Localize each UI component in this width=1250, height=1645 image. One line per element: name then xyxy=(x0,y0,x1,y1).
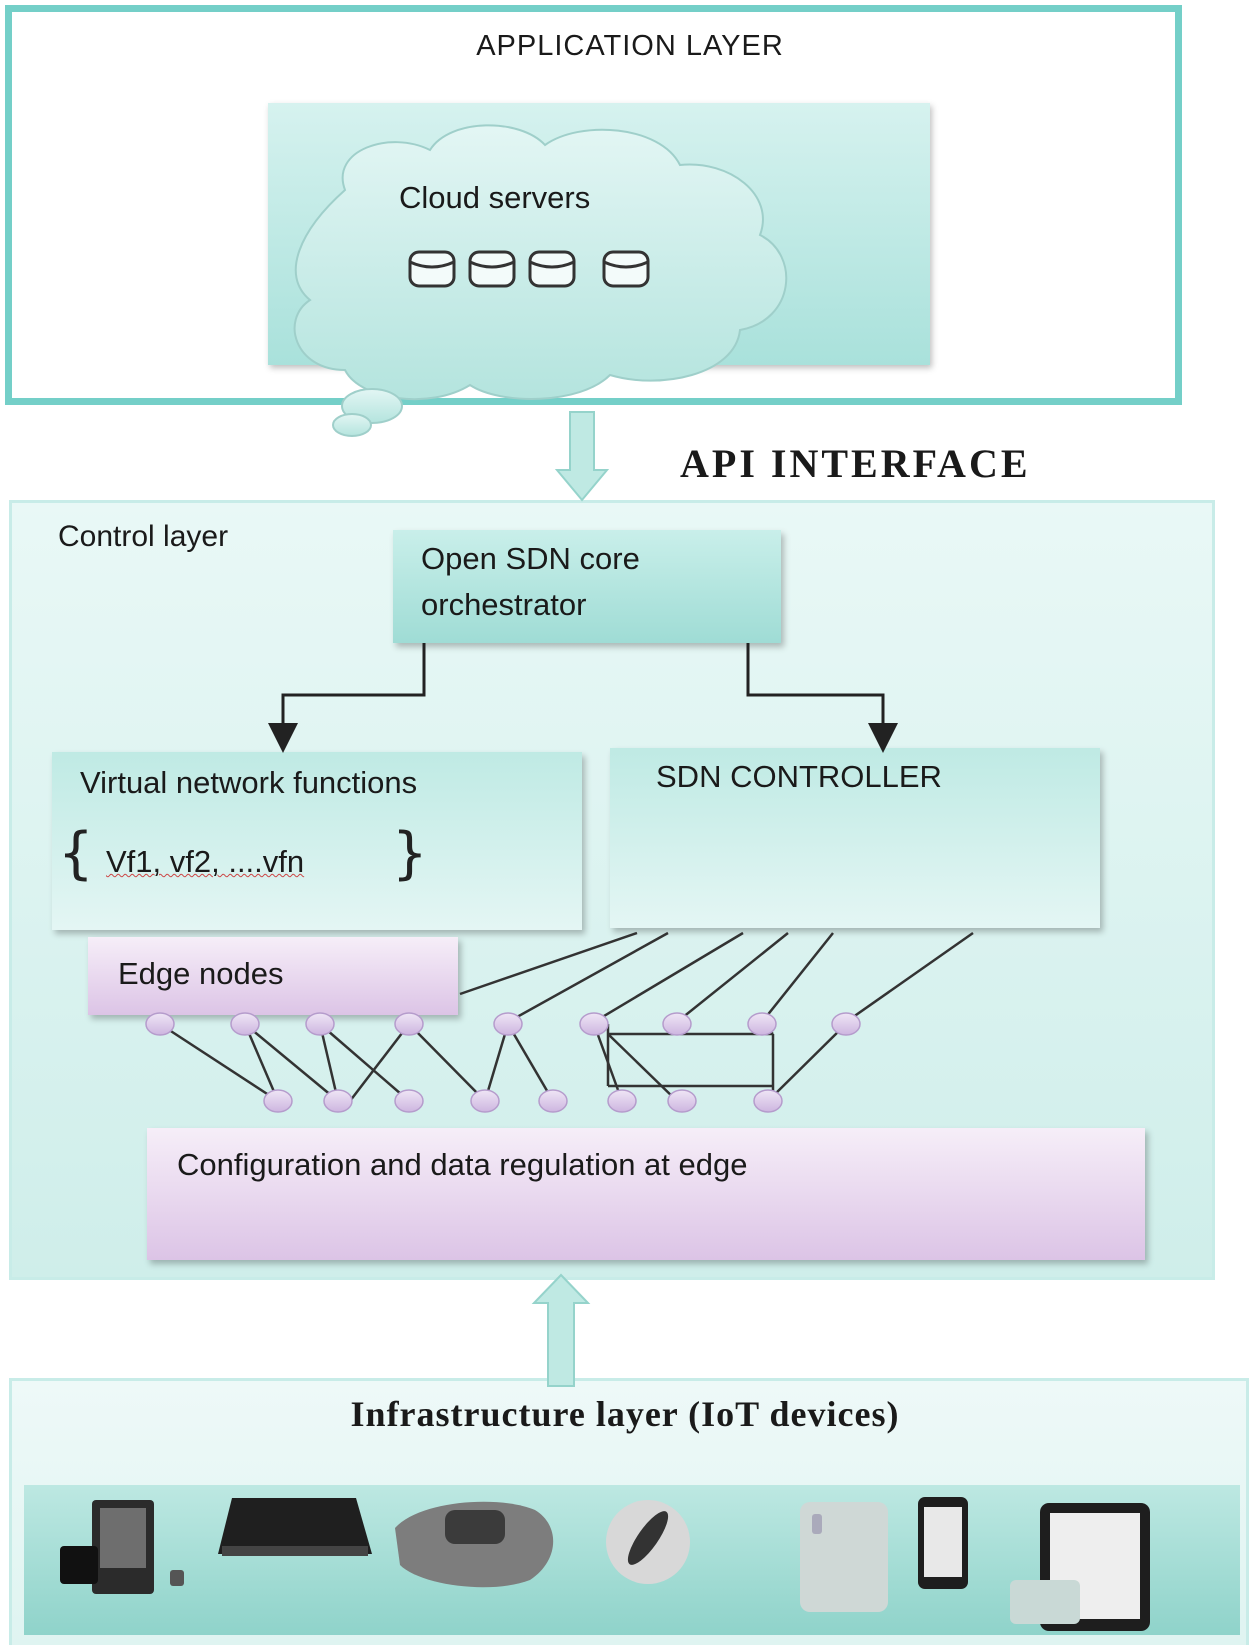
smart-sphere-icon xyxy=(606,1500,690,1584)
edge-nodes-top-row xyxy=(145,1012,861,1036)
cloud-servers-label: Cloud servers xyxy=(399,180,590,215)
wearable-band-icon xyxy=(395,1501,554,1588)
tablet-icon xyxy=(1010,1503,1150,1631)
server-icons xyxy=(408,250,650,288)
orchestrator-line2: orchestrator xyxy=(421,587,587,622)
application-layer-title: APPLICATION LAYER xyxy=(476,30,784,62)
smart-phone-icon xyxy=(918,1497,968,1589)
edge-node xyxy=(305,1012,335,1036)
infrastructure-layer-title: Infrastructure layer (IoT devices) xyxy=(350,1394,900,1434)
edge-node xyxy=(753,1089,783,1113)
edge-nodes-bottom-row xyxy=(263,1089,783,1113)
edge-node xyxy=(579,1012,609,1036)
edge-node xyxy=(493,1012,523,1036)
virtual-network-functions-box: Virtual network functions Vf1, vf2, ....… xyxy=(52,752,582,930)
controller-links xyxy=(459,931,974,1024)
vnf-set: Vf1, vf2, ....vfn xyxy=(106,844,305,879)
orchestrator-connectors xyxy=(268,643,898,753)
vnf-close-brace: } xyxy=(392,821,428,886)
node-mesh-links xyxy=(159,1022,847,1103)
sdn-controller-box: SDN CONTROLLER xyxy=(610,748,1100,928)
server-icon xyxy=(602,250,650,288)
edge-node xyxy=(323,1089,353,1113)
vnf-title: Virtual network functions xyxy=(80,765,418,800)
server-icon xyxy=(468,250,516,288)
smart-hub-icon xyxy=(60,1500,184,1594)
sdn-controller-label: SDN CONTROLLER xyxy=(656,759,942,794)
edge-node xyxy=(667,1089,697,1113)
configuration-box: Configuration and data regulation at edg… xyxy=(147,1128,1145,1260)
smart-sensor-icon xyxy=(800,1502,888,1612)
server-icon xyxy=(528,250,576,288)
smart-scale-icon xyxy=(218,1498,372,1556)
vnf-open-brace: { xyxy=(58,821,94,886)
infrastructure-arrow xyxy=(531,1273,591,1387)
edge-nodes-box: Edge nodes xyxy=(88,937,458,1015)
edge-node xyxy=(230,1012,260,1036)
edge-node xyxy=(538,1089,568,1113)
edge-node xyxy=(470,1089,500,1113)
edge-node xyxy=(607,1089,637,1113)
orchestrator-line1: Open SDN core xyxy=(421,541,640,576)
edge-node xyxy=(394,1012,424,1036)
edge-node xyxy=(831,1012,861,1036)
edge-node xyxy=(145,1012,175,1036)
configuration-label: Configuration and data regulation at edg… xyxy=(177,1147,748,1182)
edge-nodes-label: Edge nodes xyxy=(118,956,284,991)
api-interface-arrow xyxy=(554,411,610,502)
api-interface-label: API INTERFACE xyxy=(680,441,1031,486)
orchestrator-box: Open SDN core orchestrator xyxy=(393,530,781,643)
server-icon xyxy=(408,250,456,288)
edge-node xyxy=(747,1012,777,1036)
edge-node xyxy=(662,1012,692,1036)
control-layer-label: Control layer xyxy=(58,520,229,553)
iot-devices xyxy=(60,1497,1150,1631)
edge-node xyxy=(263,1089,293,1113)
edge-node xyxy=(394,1089,424,1113)
